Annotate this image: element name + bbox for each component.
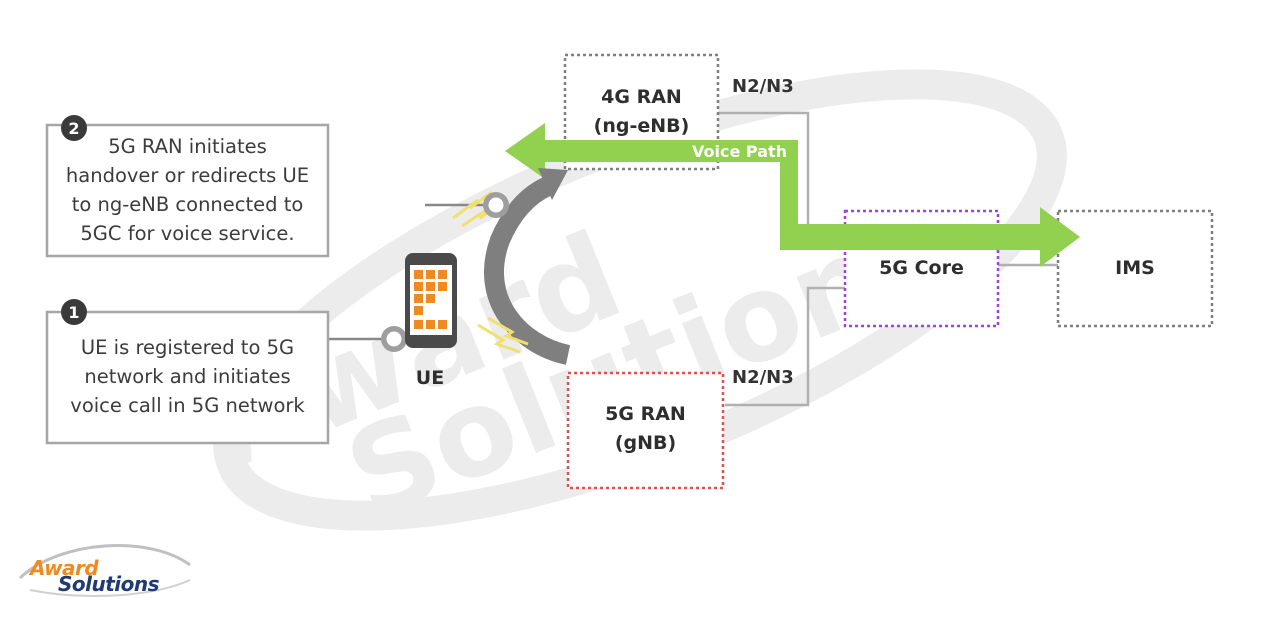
ran5g-label: 5G RAN (gNB) [605,403,686,454]
callout-1-text: UE is registered to 5G network and initi… [70,336,305,417]
ims-label: IMS [1115,257,1155,279]
step-2-badge: 2 [61,115,87,141]
step-1-badge: 1 [61,299,87,325]
ims-box [1056,209,1214,328]
interface-label-top: N2/N3 [732,76,794,97]
svg-text:2: 2 [68,119,79,138]
callout-2-text: 5G RAN initiates handover or redirects U… [65,135,310,245]
svg-text:1: 1 [68,303,79,322]
handover-arrow [484,168,571,365]
connector-dot-1 [381,326,407,352]
voice-path-arrow [505,123,1080,267]
callout-2-box [45,123,330,258]
logo-line-1: Award [30,556,99,580]
voice-path-label: Voice Path [692,142,788,161]
phone-icon [405,253,457,348]
core-label: 5G Core [879,257,964,279]
connector-dot-2 [483,192,509,218]
logo-line-2: Solutions [58,572,160,596]
ran4g-label: 4G RAN (ng-eNB) [593,86,690,137]
interface-label-bottom: N2/N3 [732,367,794,388]
award-solutions-logo-mark [18,544,191,597]
ran5g-box [566,371,725,490]
callout-1-box [45,310,330,445]
ue-label: UE [415,367,445,389]
